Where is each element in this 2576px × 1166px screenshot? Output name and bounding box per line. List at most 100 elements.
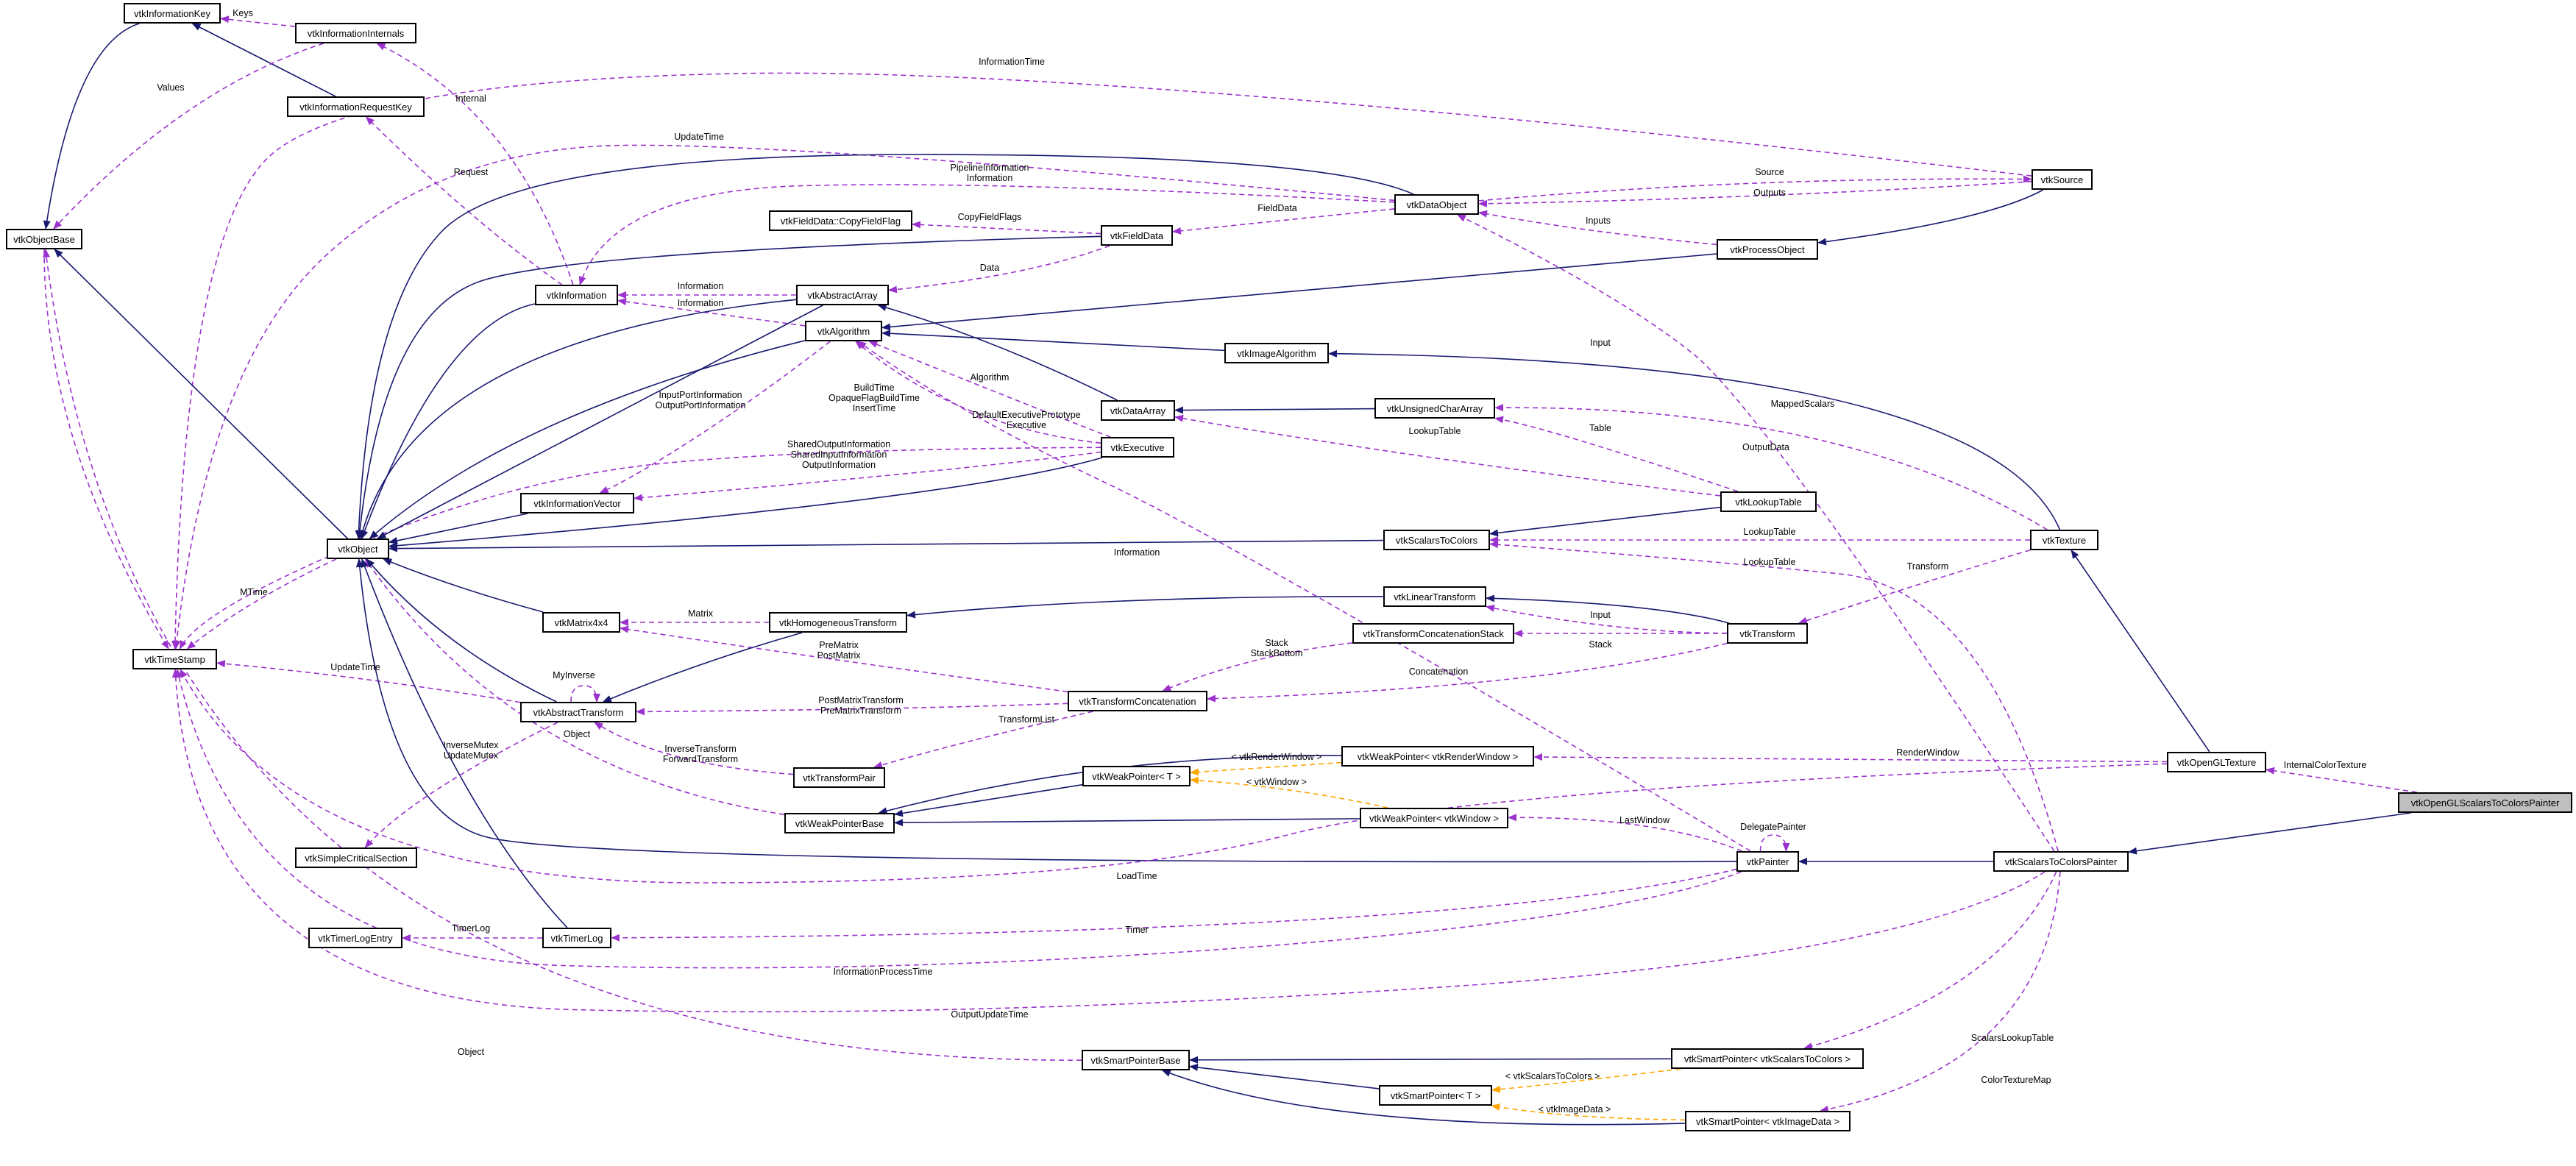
usage-edge-37 bbox=[620, 625, 1068, 693]
class-node-vtktransformconcatenation[interactable]: vtkTransformConcatenation bbox=[1068, 691, 1207, 711]
class-node-vtkpainter[interactable]: vtkPainter bbox=[1736, 851, 1799, 872]
class-node-vtkscalarstocolorspainter[interactable]: vtkScalarsToColorsPainter bbox=[1993, 851, 2129, 872]
class-node-vtkobject[interactable]: vtkObject bbox=[327, 538, 389, 559]
edge-label: Algorithm bbox=[971, 372, 1010, 383]
class-node-vtkweakpointerbase[interactable]: vtkWeakPointerBase bbox=[784, 813, 895, 833]
edge-label: < vtkScalarsToColors > bbox=[1505, 1071, 1600, 1081]
usage-edge-19 bbox=[855, 341, 1101, 444]
class-node-vtkfielddatacopyfieldflag[interactable]: vtkFieldData::CopyFieldFlag bbox=[769, 210, 912, 231]
edge-label: Input bbox=[1590, 338, 1611, 348]
usage-edge-46 bbox=[364, 722, 558, 848]
class-node-vtkobjectbase[interactable]: vtkObjectBase bbox=[6, 229, 82, 249]
usage-edge-27 bbox=[1457, 214, 2055, 852]
edge-label: TimerLog bbox=[452, 923, 490, 934]
edge-label: MappedScalars bbox=[1771, 399, 1835, 409]
edge-label: ColorTextureMap bbox=[1981, 1075, 2051, 1085]
edge-label: DefaultExecutivePrototype bbox=[972, 410, 1080, 420]
edge-label: Values bbox=[157, 82, 184, 93]
edge-label: Table bbox=[1589, 423, 1611, 433]
inheritance-edge-77 bbox=[377, 305, 823, 539]
usage-edge-16 bbox=[617, 298, 806, 327]
edge-label: Data bbox=[980, 263, 999, 273]
usage-edge-22 bbox=[1494, 416, 1739, 492]
class-node-vtkinformationinternals[interactable]: vtkInformationInternals bbox=[295, 23, 416, 43]
class-node-vtkexecutive[interactable]: vtkExecutive bbox=[1101, 437, 1174, 458]
inheritance-edge-86 bbox=[388, 539, 1384, 552]
class-node-vtkdataobject[interactable]: vtkDataObject bbox=[1394, 194, 1479, 215]
edge-label: Information bbox=[967, 173, 1013, 183]
class-node-vtksimplecriticalsection[interactable]: vtkSimpleCriticalSection bbox=[295, 847, 417, 868]
usage-edge-17 bbox=[868, 341, 1111, 438]
inheritance-edge-91 bbox=[1486, 594, 1730, 624]
class-node-vtkinformation[interactable]: vtkInformation bbox=[535, 285, 618, 305]
class-node-vtkinformationvector[interactable]: vtkInformationVector bbox=[520, 493, 634, 513]
edge-label: < vtkImageData > bbox=[1539, 1104, 1611, 1115]
usage-edge-39 bbox=[570, 685, 600, 703]
class-node-vtkhomogeneoustransform[interactable]: vtkHomogeneousTransform bbox=[769, 612, 907, 633]
class-node-vtksmartpointerbase[interactable]: vtkSmartPointerBase bbox=[1082, 1050, 1190, 1070]
edge-label: InverseTransform bbox=[664, 744, 736, 754]
edge-label: RenderWindow bbox=[1896, 747, 1959, 758]
class-node-vtktimerlog[interactable]: vtkTimerLog bbox=[542, 928, 611, 948]
usage-edge-50 bbox=[1533, 753, 2168, 763]
edge-label: OutputData bbox=[1742, 442, 1789, 452]
inheritance-edge-88 bbox=[366, 558, 557, 703]
class-node-vtklookuptable[interactable]: vtkLookupTable bbox=[1720, 491, 1817, 512]
inheritance-edge-66 bbox=[1189, 1056, 1672, 1064]
class-node-vtkunsignedchararray[interactable]: vtkUnsignedCharArray bbox=[1374, 398, 1495, 419]
inheritance-edge-82 bbox=[1174, 406, 1375, 414]
usage-edge-93 bbox=[43, 249, 169, 650]
usage-edge-23 bbox=[1494, 404, 2048, 530]
edge-label: StackBottom bbox=[1251, 648, 1303, 658]
class-node-vtkabstracttransform[interactable]: vtkAbstractTransform bbox=[520, 702, 636, 722]
class-node-vtkinformationkey[interactable]: vtkInformationKey bbox=[124, 3, 221, 24]
edge-label: Input bbox=[1590, 610, 1611, 620]
class-node-vtksource[interactable]: vtkSource bbox=[2032, 169, 2093, 190]
edge-label: InsertTime bbox=[853, 403, 896, 413]
class-node-vtkalgorithm[interactable]: vtkAlgorithm bbox=[805, 321, 882, 341]
class-node-vtkabstractarray[interactable]: vtkAbstractArray bbox=[796, 285, 889, 305]
edge-label: Stack bbox=[1265, 638, 1288, 648]
class-node-vtktimerlogentry[interactable]: vtkTimerLogEntry bbox=[308, 928, 402, 948]
usage-edge-62 bbox=[611, 868, 1737, 942]
edge-label: InternalColorTexture bbox=[2284, 760, 2367, 770]
class-node-vtkimagealgorithm[interactable]: vtkImageAlgorithm bbox=[1224, 343, 1329, 363]
class-node-vtkdataarray[interactable]: vtkDataArray bbox=[1101, 400, 1175, 421]
class-node-vtktransform[interactable]: vtkTransform bbox=[1727, 623, 1808, 644]
edge-label: MTime bbox=[240, 587, 268, 597]
class-node-vtkweakpointerrenderwindow[interactable]: vtkWeakPointer< vtkRenderWindow > bbox=[1341, 746, 1534, 767]
class-node-vtkprocessobject[interactable]: vtkProcessObject bbox=[1717, 239, 1818, 260]
inheritance-edge-83 bbox=[388, 457, 1103, 550]
class-node-vtksmartpointerimagedata[interactable]: vtkSmartPointer< vtkImageData > bbox=[1685, 1111, 1851, 1131]
class-node-vtktransformpair[interactable]: vtkTransformPair bbox=[793, 767, 885, 788]
edge-label: InverseMutex bbox=[443, 740, 499, 750]
usage-edge-6 bbox=[365, 116, 563, 285]
edge-label: DelegatePainter bbox=[1740, 822, 1806, 832]
class-node-vtkopengltexture[interactable]: vtkOpenGLTexture bbox=[2167, 752, 2266, 772]
class-node-vtklineartransform[interactable]: vtkLinearTransform bbox=[1383, 586, 1486, 607]
class-node-vtktexture[interactable]: vtkTexture bbox=[2030, 530, 2098, 550]
class-node-vtksmartpointert[interactable]: vtkSmartPointer< T > bbox=[1379, 1085, 1492, 1106]
class-node-vtkmatrix4x4[interactable]: vtkMatrix4x4 bbox=[542, 612, 620, 633]
inheritance-edge-55 bbox=[2128, 812, 2411, 855]
class-node-vtktransformconcatenationstack[interactable]: vtkTransformConcatenationStack bbox=[1352, 623, 1514, 644]
inheritance-edge-0 bbox=[43, 23, 140, 230]
class-node-vtktimestamp[interactable]: vtkTimeStamp bbox=[132, 649, 217, 669]
class-node-vtkinformationrequestkey[interactable]: vtkInformationRequestKey bbox=[287, 96, 425, 117]
edge-label: Timer bbox=[1125, 925, 1148, 935]
class-node-vtkscalarstocolors[interactable]: vtkScalarsToColors bbox=[1383, 530, 1490, 550]
class-node-vtkopenglscalarstocolorspainter[interactable]: vtkOpenGLScalarsToColorsPainter bbox=[2398, 792, 2572, 813]
usage-edge-42 bbox=[873, 711, 1093, 769]
class-node-vtkfielddata[interactable]: vtkFieldData bbox=[1101, 225, 1173, 246]
edge-label: PreMatrixTransform bbox=[820, 705, 901, 716]
class-node-vtkweakpointerwindow[interactable]: vtkWeakPointer< vtkWindow > bbox=[1360, 808, 1508, 828]
usage-edge-10 bbox=[1478, 180, 2032, 207]
edge-label: PostMatrix bbox=[817, 650, 861, 661]
edge-label: PreMatrix bbox=[819, 640, 859, 650]
class-node-vtksmartpointerscalarstocolors[interactable]: vtkSmartPointer< vtkScalarsToColors > bbox=[1671, 1048, 1864, 1069]
usage-edge-20 bbox=[599, 341, 831, 494]
edge-label: MyInverse bbox=[553, 670, 595, 680]
inheritance-edge-76 bbox=[369, 340, 806, 539]
class-node-vtkweakpointert[interactable]: vtkWeakPointer< T > bbox=[1082, 766, 1191, 786]
edge-label-layer: KeysValuesInformationTimeInternalRequest… bbox=[157, 8, 2366, 1115]
